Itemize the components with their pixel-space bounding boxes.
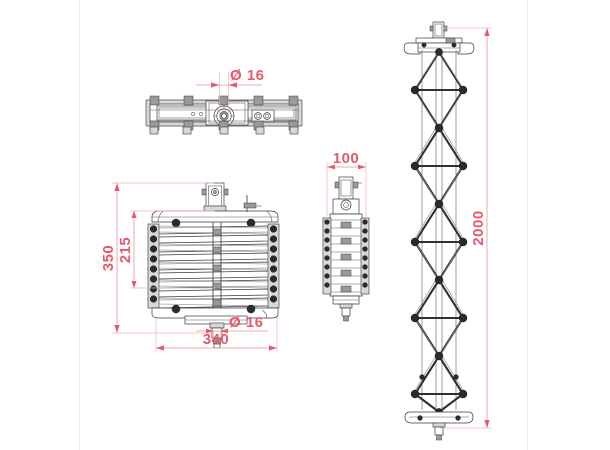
top-view-top-brackets: [149, 95, 299, 106]
top-view-geometry: [145, 95, 303, 135]
front-view-geometry: [147, 182, 280, 349]
side-view-geometry: [322, 176, 370, 322]
dim-height-inner: [130, 210, 215, 289]
extended-view-joints: [410, 48, 468, 416]
front-view-left-pivots: [147, 223, 160, 309]
side-view-right-pins: [360, 217, 370, 295]
dim-label-height-overall: 350: [100, 245, 117, 272]
front-view-scissor-stack: [157, 225, 270, 309]
dim-width-overall: [155, 318, 278, 352]
dim-height-overall: [112, 182, 214, 334]
dim-label-side-width: 100: [333, 150, 360, 167]
dim-label-height-inner: 215: [117, 237, 134, 264]
front-view-spine-pins: [212, 228, 222, 307]
dim-side-width: [326, 162, 367, 220]
dim-label-width-overall: 340: [203, 331, 230, 348]
dim-top-diameter: [196, 72, 262, 118]
extended-view-scissor-lattice-highlight: [413, 53, 465, 393]
top-view-feet: [149, 126, 299, 135]
dim-label-extended-height: 2000: [470, 210, 487, 245]
dim-extended-height: [440, 27, 492, 429]
dim-label-bottom-diameter: Ø 16: [229, 314, 264, 331]
dim-bottom-diameter: [196, 328, 268, 338]
front-view-right-pivots: [267, 223, 280, 309]
dim-label-top-diameter: Ø 16: [230, 67, 265, 84]
extended-view-geometry: [403, 21, 475, 441]
